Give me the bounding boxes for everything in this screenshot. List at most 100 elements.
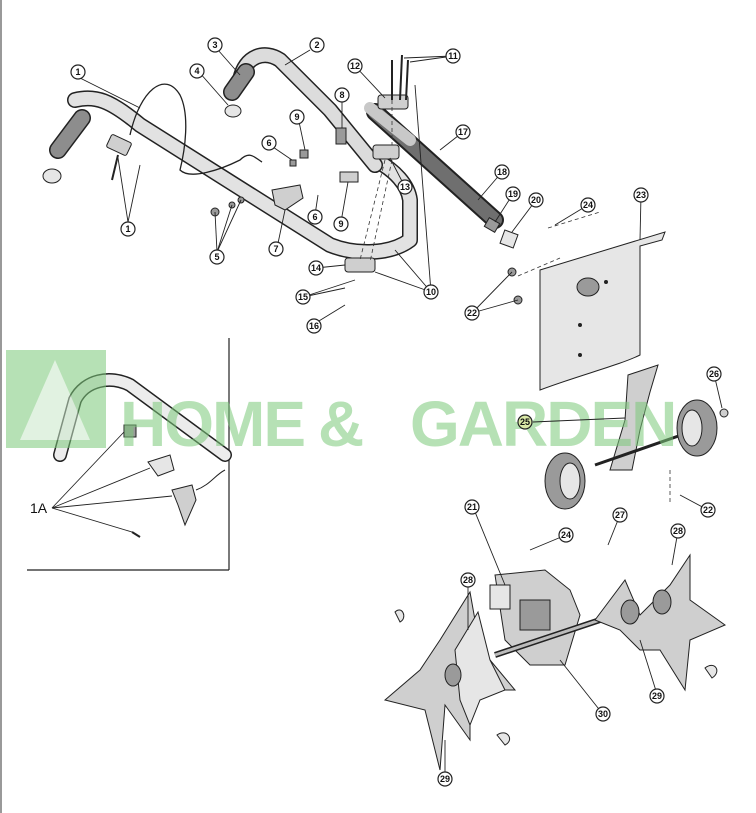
- inset-leader-d: [51, 507, 133, 533]
- bracket-part-7: [271, 184, 304, 211]
- leader-29b: [639, 639, 658, 695]
- leader-7: [276, 209, 286, 249]
- hairpin-clip-right: [704, 664, 718, 679]
- callout-c9b: 9: [333, 216, 349, 232]
- callout-c3-label: 3: [212, 40, 217, 50]
- shield-plate-assembly: [507, 211, 666, 391]
- right-grip: [224, 64, 254, 100]
- tine-right-hub-a: [620, 599, 640, 625]
- callout-c22b: 22: [700, 502, 716, 518]
- mount-bracket-part-13: [372, 144, 400, 160]
- callout-c29b: 29: [649, 688, 665, 704]
- tine-assembly-left: [383, 590, 517, 771]
- callout-c11-label: 11: [448, 51, 458, 61]
- callout-c5: 5: [209, 249, 225, 265]
- callout-c23-circle: [633, 187, 649, 203]
- throttle-control: [106, 134, 132, 156]
- watermark-logo-leaf: [20, 360, 90, 440]
- shield-plate-part-23: [539, 231, 666, 391]
- callout-c28b-label: 28: [463, 575, 473, 585]
- inset-clip: [123, 424, 137, 438]
- callout-c12-label: 12: [350, 61, 360, 71]
- callout-c20-label: 20: [531, 195, 541, 205]
- callout-c15-circle: [295, 289, 311, 305]
- leader-2: [284, 49, 311, 66]
- callout-c29a: 29: [437, 771, 453, 787]
- callout-c2: 2: [309, 37, 325, 53]
- callout-c3: 3: [207, 37, 223, 53]
- leader-11a: [403, 55, 454, 59]
- callout-c9a-circle: [289, 109, 305, 125]
- callout-c26-circle: [706, 366, 722, 382]
- callout-c20: 20: [528, 192, 544, 208]
- callout-c6a-label: 6: [266, 138, 271, 148]
- throttle-cable: [129, 83, 263, 175]
- callout-c4-label: 4: [194, 66, 199, 76]
- callout-c24b-label: 24: [561, 530, 571, 540]
- callout-c23: 23: [633, 187, 649, 203]
- tine-left-hub: [444, 663, 462, 687]
- transmission-assembly: [489, 569, 601, 666]
- callout-c24a-label: 24: [583, 200, 593, 210]
- callout-c23-label: 23: [636, 190, 646, 200]
- inset-label: 1A: [30, 500, 48, 516]
- shield-hole: [576, 277, 600, 297]
- spacer-part-20: [499, 229, 519, 249]
- callout-c28a-circle: [670, 523, 686, 539]
- bolt-part-11c: [405, 59, 409, 101]
- callout-c28a-label: 28: [673, 526, 683, 536]
- bolt-line-22: [517, 257, 561, 277]
- hairpin-clip-top: [394, 609, 405, 623]
- callout-c26: 26: [706, 366, 722, 382]
- callout-c21: 21: [464, 499, 480, 515]
- callout-c12: 12: [347, 58, 363, 74]
- callout-c3-circle: [207, 37, 223, 53]
- callout-c6b-circle: [307, 209, 323, 225]
- inset-lever: [171, 484, 197, 527]
- leader-5a: [214, 211, 218, 253]
- callout-c27-label: 27: [615, 510, 625, 520]
- callout-c14: 14: [308, 260, 324, 276]
- callout-c8-circle: [334, 87, 350, 103]
- callout-c10-circle: [423, 284, 439, 300]
- leader-10b: [374, 271, 432, 293]
- callout-c30-label: 30: [598, 709, 608, 719]
- callout-c16: 16: [306, 318, 322, 334]
- callout-c20-circle: [528, 192, 544, 208]
- callout-c7: 7: [268, 241, 284, 257]
- callout-c13-label: 13: [400, 182, 410, 192]
- tine-assembly-right: [394, 553, 727, 746]
- grip-cap-part-4: [224, 104, 242, 118]
- callout-c9b-label: 9: [338, 219, 343, 229]
- watermark-text-right: GARDEN: [410, 388, 675, 460]
- callout-c29b-circle: [649, 688, 665, 704]
- bushing-part-19: [483, 216, 501, 234]
- callout-c27: 27: [612, 507, 628, 523]
- callout-c18-label: 18: [497, 167, 507, 177]
- leader-10c: [394, 249, 432, 293]
- callout-c21-label: 21: [467, 502, 477, 512]
- callout-c11: 11: [445, 48, 461, 64]
- clamp-part-9b: [339, 171, 359, 183]
- callout-c15-label: 15: [298, 292, 308, 302]
- watermark-ampersand: &: [318, 388, 363, 460]
- watermark-text-left: HOME: [120, 388, 304, 460]
- inset-pin: [131, 531, 141, 538]
- callout-c2-circle: [309, 37, 325, 53]
- leader-4: [198, 71, 229, 106]
- callout-c28b-circle: [460, 572, 476, 588]
- inset-leader-b: [51, 467, 151, 509]
- handlebar-assembly: [42, 47, 418, 260]
- callout-c13: 13: [397, 179, 413, 195]
- callout-c1b: 1: [120, 221, 136, 237]
- callout-c17-label: 17: [458, 127, 468, 137]
- inset-leader-c: [51, 495, 173, 509]
- shield-rivet-c: [578, 353, 582, 357]
- callout-c6a-circle: [261, 135, 277, 151]
- callout-c8-label: 8: [339, 90, 344, 100]
- shield-rivet-b: [578, 323, 582, 327]
- callout-c16-circle: [306, 318, 322, 334]
- callout-c14-circle: [308, 260, 324, 276]
- callout-c10-label: 10: [426, 287, 436, 297]
- callout-c25-label: 25: [520, 417, 530, 427]
